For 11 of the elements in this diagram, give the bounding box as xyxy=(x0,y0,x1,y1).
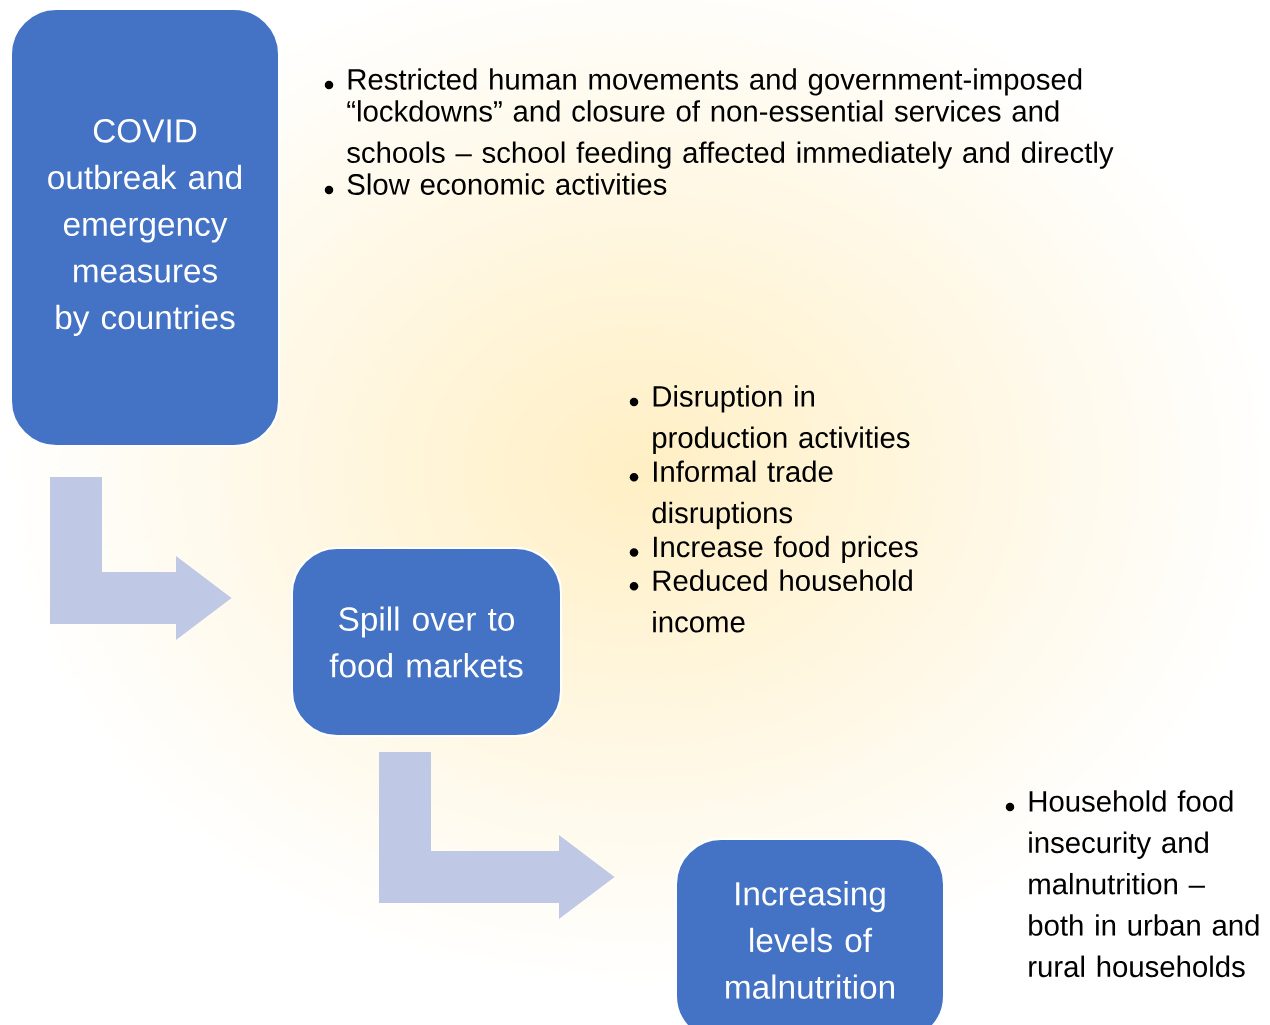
process-box: Increasing levels of malnutrition xyxy=(675,838,945,1025)
process-box: COVID outbreak and emergency measures by countries xyxy=(10,8,280,447)
bullet-item: Slow economic activities xyxy=(347,173,667,195)
bullet-item: Household food insecurity and malnutrition – both in urban and rural households xyxy=(1029,790,1259,978)
bullet-item: Disruption in production activities xyxy=(653,385,910,454)
bullet-item: Increase food prices xyxy=(653,535,918,564)
bullet-item: Reduced household income xyxy=(653,569,912,633)
bullet-item: Restricted human movements and government-imposed xyxy=(348,68,1082,96)
bullet-item: Informal trade disruptions xyxy=(652,460,833,530)
process-box: Spill over to food markets xyxy=(291,547,562,737)
note-text: “lockdowns” and closure of non-essential services and schools – school feeding affected immediately and directly xyxy=(347,100,1114,169)
